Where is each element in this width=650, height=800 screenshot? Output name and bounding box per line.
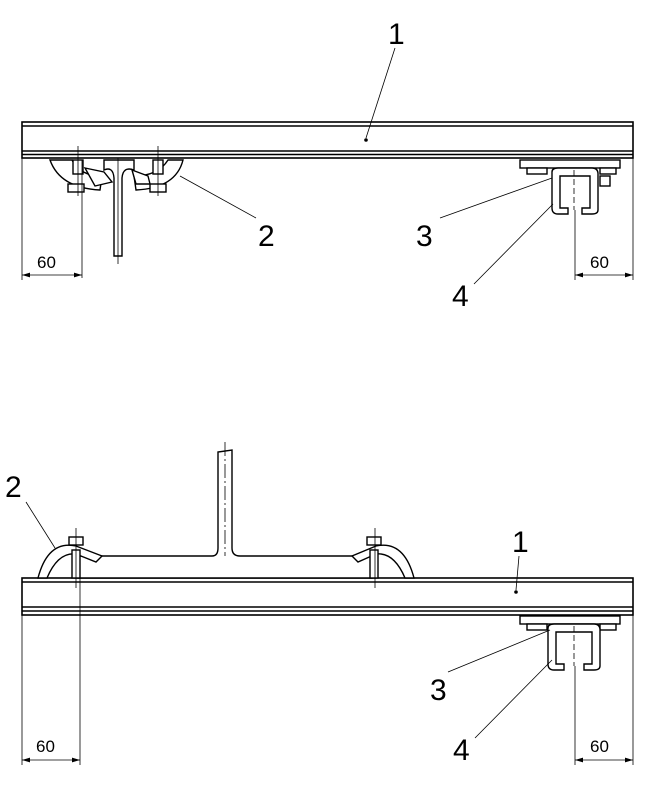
callout-4: 4: [453, 734, 470, 767]
beam-clamp-right: [130, 146, 184, 196]
bottom-view: 2 1 3 4 60 60: [5, 442, 634, 767]
svg-text:60: 60: [590, 737, 609, 756]
dimension-right: 60: [574, 158, 634, 280]
leader-4: [474, 659, 553, 739]
svg-text:60: 60: [590, 253, 609, 272]
beam-clamp-right: [350, 528, 415, 588]
beam: [21, 121, 634, 159]
svg-text:60: 60: [37, 253, 56, 272]
svg-text:60: 60: [36, 737, 55, 756]
beam-clamp-left: [37, 528, 104, 765]
leader-4: [473, 203, 554, 285]
leader-3: [447, 629, 551, 673]
trolley: [519, 615, 621, 671]
dimension-left: 60: [21, 158, 82, 280]
callout-3: 3: [430, 674, 447, 707]
leader-1: [515, 555, 520, 591]
callout-1: 1: [512, 526, 529, 559]
t-bar: [103, 158, 135, 264]
leader-2: [179, 175, 257, 219]
top-view: 1 2 3 4 60 60: [21, 18, 634, 313]
callout-3: 3: [416, 220, 433, 253]
dimension-right: 60: [574, 615, 634, 765]
beam-clamp-left: [49, 146, 114, 278]
leader-3: [439, 177, 553, 219]
t-bar: [77, 442, 373, 579]
callout-1: 1: [388, 18, 405, 51]
trolley: [519, 159, 621, 215]
dimension-left: 60: [21, 615, 80, 765]
beam: [21, 577, 634, 616]
callout-4: 4: [452, 280, 469, 313]
leader-2: [25, 501, 56, 549]
leader-1: [365, 47, 396, 139]
callout-2: 2: [5, 471, 22, 504]
callout-2: 2: [258, 220, 275, 253]
